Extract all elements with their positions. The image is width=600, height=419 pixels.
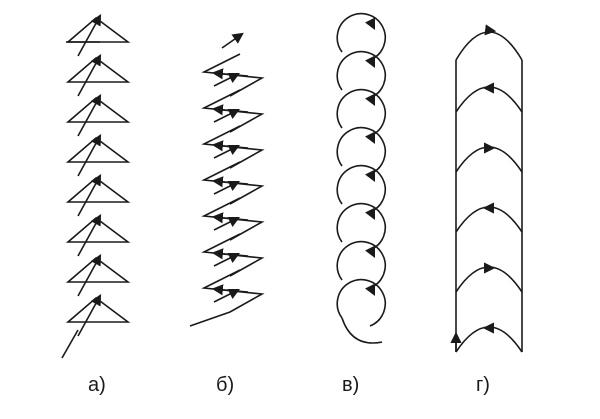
loop-arrow bbox=[364, 17, 376, 31]
panel-v-circle-loops bbox=[336, 12, 387, 344]
triangle-loop bbox=[65, 96, 131, 123]
crescent-arc bbox=[455, 326, 523, 353]
circle-loop bbox=[336, 202, 387, 251]
rise-arrow bbox=[213, 252, 241, 267]
rise-arrow bbox=[213, 216, 241, 231]
circle-loop bbox=[336, 164, 387, 213]
thread-arrow bbox=[77, 14, 102, 57]
rise-arrow bbox=[213, 108, 241, 123]
crescent-arc bbox=[455, 206, 523, 233]
thread-tail bbox=[61, 329, 79, 359]
thread-arrow bbox=[77, 214, 102, 257]
thread-arrow bbox=[77, 54, 102, 97]
caption-g: г) bbox=[476, 374, 490, 396]
loop-arrow bbox=[364, 131, 376, 145]
circle-loop bbox=[336, 50, 387, 99]
loop-arrow bbox=[364, 207, 376, 221]
triangle-loop bbox=[65, 136, 131, 163]
thread-arrow bbox=[77, 254, 102, 297]
rise-arrow bbox=[213, 72, 241, 87]
caption-v: в) bbox=[342, 374, 360, 396]
top-cap-arc bbox=[455, 31, 523, 61]
circle-loop bbox=[336, 240, 387, 289]
crescent-arc bbox=[455, 266, 523, 293]
thread-arrow bbox=[77, 174, 102, 217]
loop-arrow bbox=[364, 93, 376, 107]
rise-arrow bbox=[213, 144, 241, 159]
loop-arrow bbox=[364, 55, 376, 69]
circle-loop bbox=[336, 12, 387, 61]
circle-loop bbox=[336, 126, 387, 175]
caption-a: а) bbox=[88, 374, 106, 396]
thread-arrow bbox=[77, 94, 102, 137]
thread-arrow bbox=[77, 294, 102, 337]
triangle-loop bbox=[65, 296, 131, 323]
panel-a-triangle-zigzag bbox=[61, 14, 131, 359]
thread-arrow bbox=[77, 134, 102, 177]
triangle-loop bbox=[65, 56, 131, 83]
top-arrow bbox=[221, 32, 244, 49]
rise-arrow bbox=[213, 180, 241, 195]
loop-tail bbox=[341, 317, 383, 344]
loop-arrow bbox=[364, 245, 376, 259]
loop-arrow bbox=[364, 169, 376, 183]
sawtooth-thread bbox=[189, 53, 265, 327]
crescent-arc bbox=[455, 146, 523, 173]
rise-arrow bbox=[213, 288, 241, 303]
top-cap-arrow bbox=[484, 24, 497, 36]
loop-arrow bbox=[364, 283, 376, 297]
triangle-loop bbox=[65, 16, 131, 43]
panel-g-crescent-arcs bbox=[450, 24, 523, 353]
circle-loop bbox=[336, 88, 387, 137]
triangle-loop bbox=[65, 216, 131, 243]
triangle-loop bbox=[65, 256, 131, 283]
circle-loop bbox=[336, 278, 387, 327]
caption-b: б) bbox=[216, 374, 235, 396]
crescent-arc bbox=[455, 86, 523, 113]
triangle-loop bbox=[65, 176, 131, 203]
panel-b-sawtooth-zigzag bbox=[189, 32, 265, 327]
